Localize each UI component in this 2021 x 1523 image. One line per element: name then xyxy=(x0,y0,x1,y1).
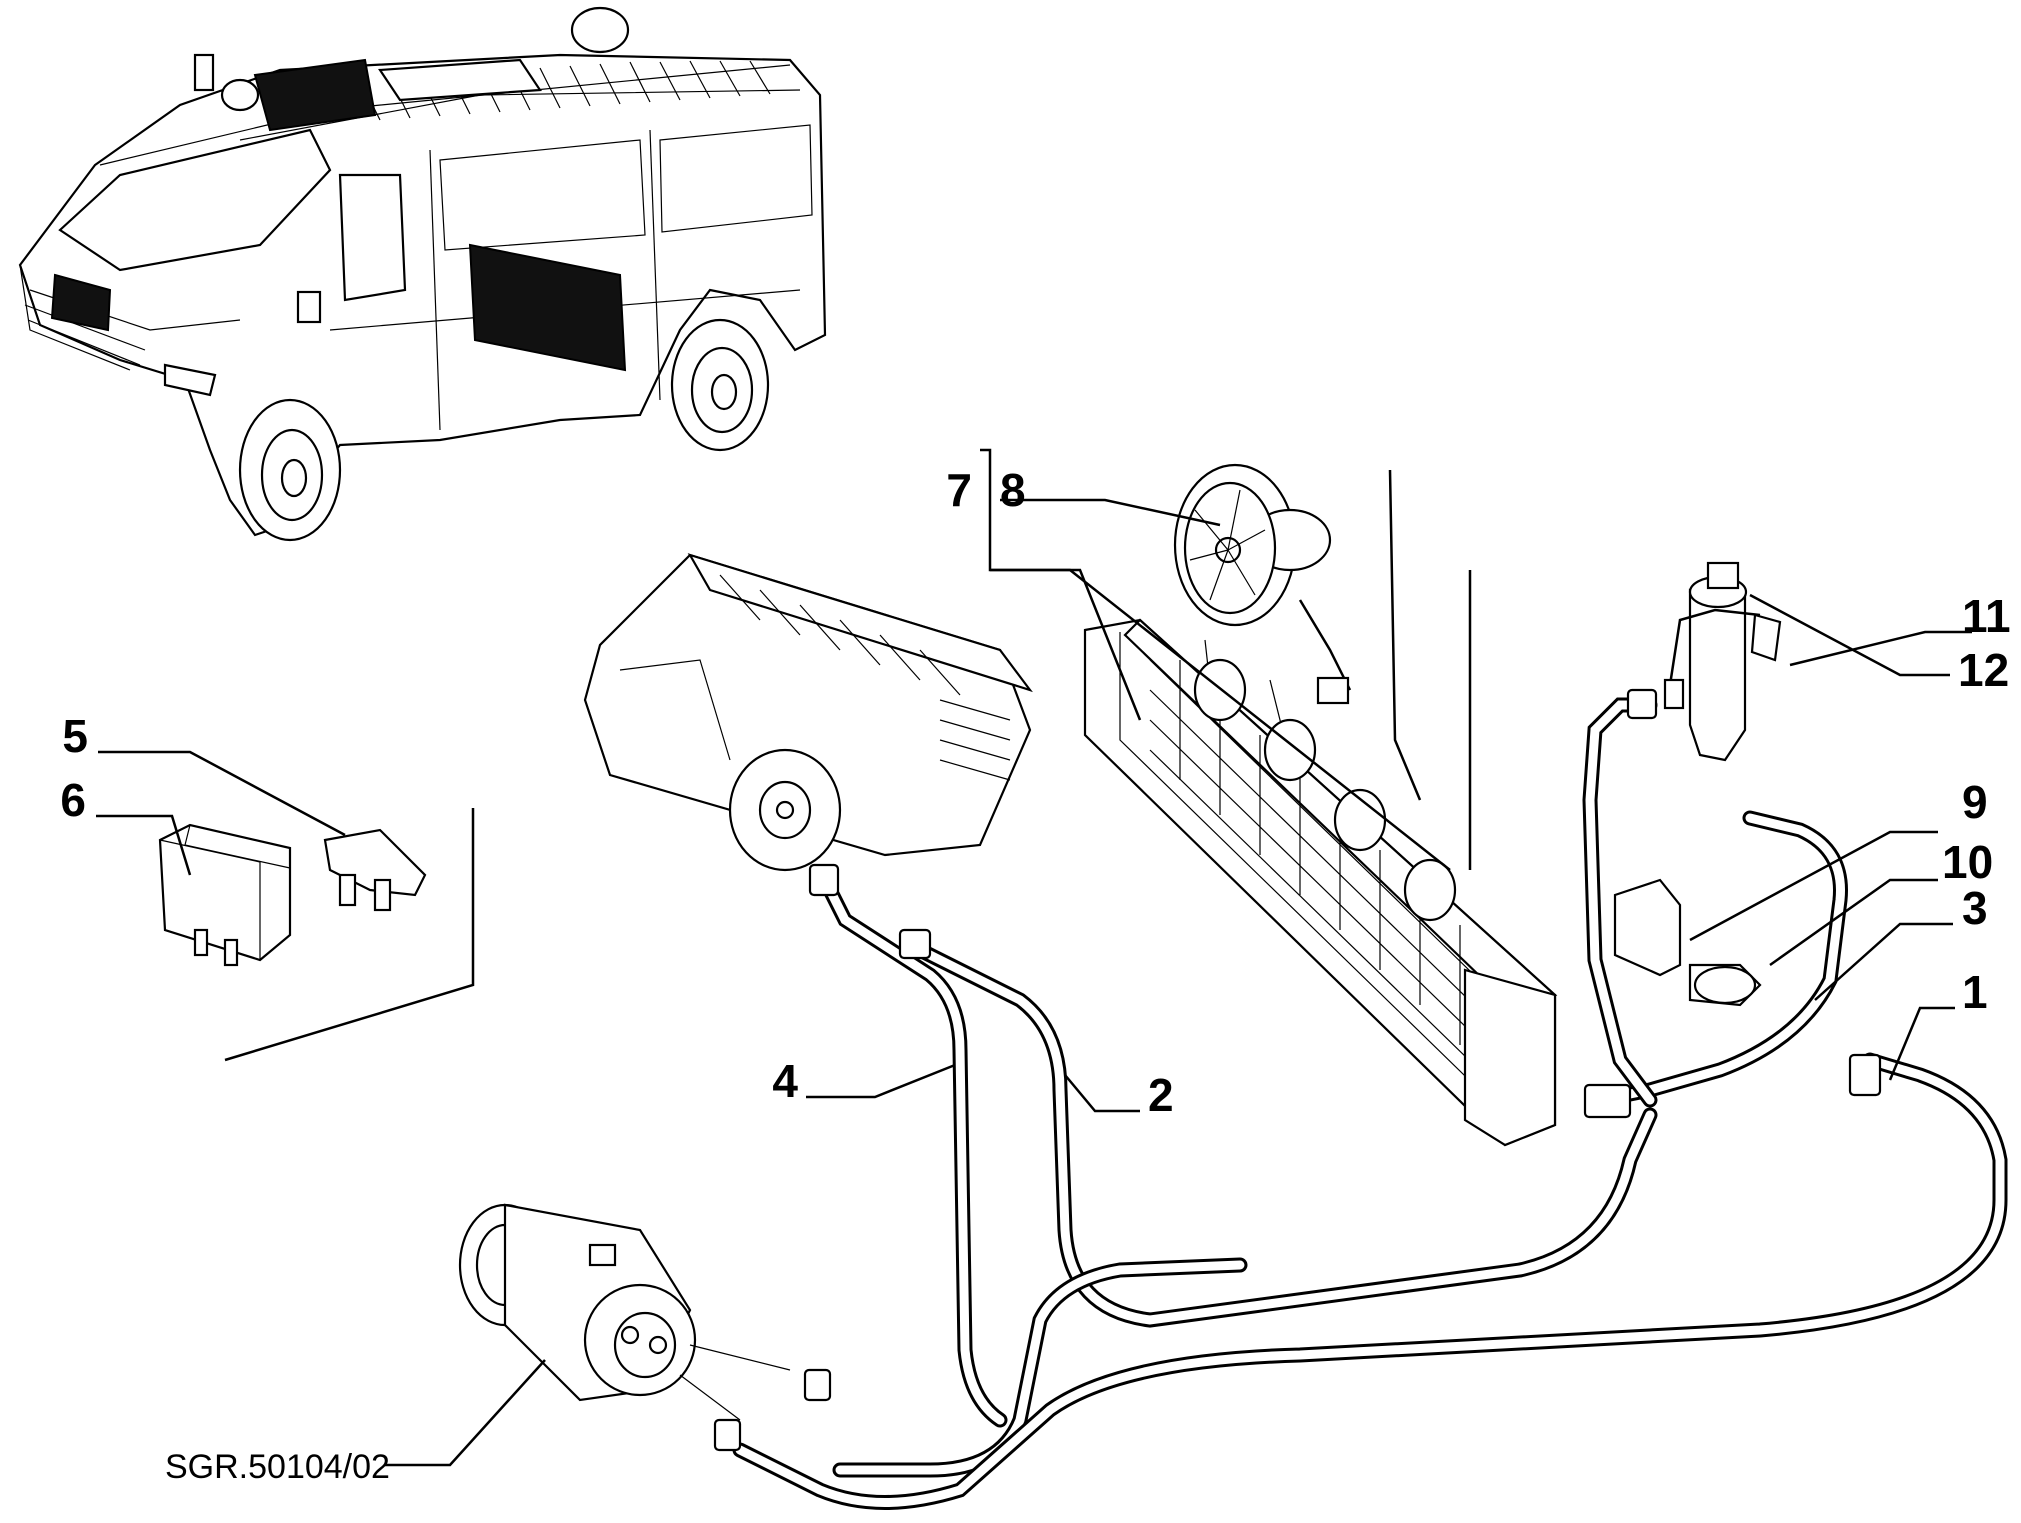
callout-11: 11 xyxy=(1962,590,2011,642)
van-illustration xyxy=(18,6,827,542)
callout-9: 9 xyxy=(1962,776,1988,828)
leader-lines xyxy=(96,448,1972,1467)
highlight-side-unit xyxy=(468,243,627,372)
hoses xyxy=(713,688,2008,1510)
callouts: 1 2 3 4 5 6 7 8 9 10 11 12 SGR.50104/02 xyxy=(60,464,2010,1486)
compressor xyxy=(458,1203,791,1421)
condenser xyxy=(1083,618,1558,1147)
highlight-roof-unit xyxy=(253,58,377,132)
callout-8: 8 xyxy=(1000,464,1026,516)
callout-2: 2 xyxy=(1148,1069,1174,1121)
reference-code: SGR.50104/02 xyxy=(165,1448,390,1486)
highlight-front-unit xyxy=(50,273,112,332)
callout-4: 4 xyxy=(772,1055,798,1107)
fan-assembly xyxy=(1173,463,1352,705)
callout-10: 10 xyxy=(1942,836,1993,888)
callout-12: 12 xyxy=(1958,644,2009,696)
callout-1: 1 xyxy=(1962,966,1988,1018)
relay-6 xyxy=(158,823,292,967)
pressure-switch xyxy=(1663,608,1782,710)
receiver-drier xyxy=(1613,561,1762,1007)
callout-6: 6 xyxy=(60,774,86,826)
evaporator-unit xyxy=(583,553,1033,872)
relay-group xyxy=(158,808,475,1062)
relay-5 xyxy=(323,828,427,912)
callout-3: 3 xyxy=(1962,882,1988,934)
callout-7: 7 xyxy=(946,464,972,516)
callout-5: 5 xyxy=(62,710,88,762)
